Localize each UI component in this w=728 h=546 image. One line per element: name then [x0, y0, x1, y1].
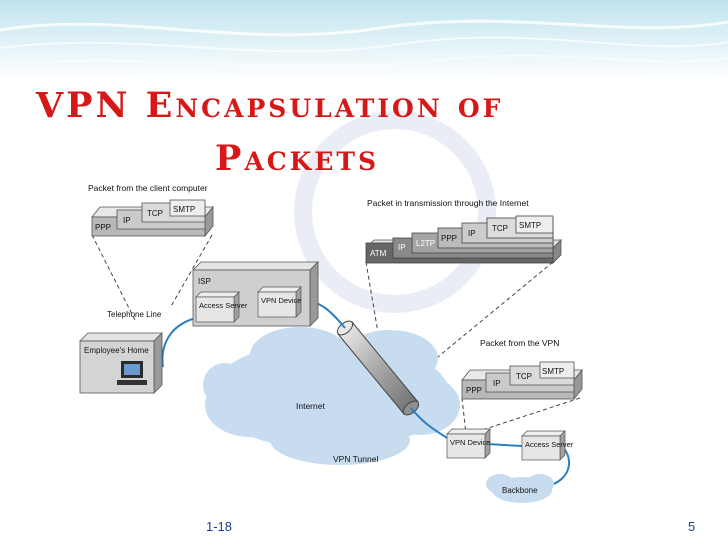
- vpn-packet: Packet from the VPN PPP IP TCP SMTP: [461, 338, 583, 401]
- internet-l2tp-label: L2TP: [416, 239, 435, 248]
- remote-access-server: Access Server: [521, 430, 574, 461]
- employee-home: Employee's Home: [79, 332, 163, 394]
- internet-smtp-label: SMTP: [519, 221, 541, 230]
- slide-title-line-1: VPN Encapsulation of: [36, 85, 504, 126]
- client-layer-smtp: [169, 199, 206, 217]
- isp-label: ISP: [198, 277, 211, 286]
- vpn-packet-caption: Packet from the VPN: [480, 338, 559, 348]
- internet-label: Internet: [296, 401, 325, 411]
- client-ppp-label: PPP: [95, 223, 111, 232]
- slide-title-line-2: Packets: [215, 138, 380, 179]
- isp-building: ISP Access Server VPN Device: [192, 261, 319, 327]
- internet-packet: Packet in transmission through the Inter…: [365, 198, 562, 264]
- remote-vpn-device: VPN Device: [446, 428, 491, 459]
- isp-access-server: Access Server: [195, 291, 248, 323]
- page-number: 5: [688, 519, 696, 534]
- vpn-ppp-label: PPP: [466, 386, 482, 395]
- vpn-tunnel-label: VPN Tunnel: [333, 454, 378, 464]
- remote-vpn-device-label: VPN Device: [450, 438, 490, 447]
- backbone-cloud: Backbone: [486, 474, 554, 503]
- isp-vpn-device: VPN Device: [257, 286, 302, 318]
- employee-home-label: Employee's Home: [84, 346, 149, 355]
- vpn-smtp-label: SMTP: [542, 367, 564, 376]
- internet-cloud: Internet VPN Tunnel: [203, 327, 460, 465]
- internet-layer-smtp: [515, 215, 554, 234]
- internet-ip-outer-label: IP: [398, 243, 406, 252]
- backbone-label: Backbone: [502, 486, 538, 495]
- client-packet-caption: Packet from the client computer: [88, 183, 208, 193]
- client-ip-label: IP: [123, 216, 131, 225]
- vpn-layer-smtp: [539, 361, 575, 379]
- internet-ppp-label: PPP: [441, 234, 457, 243]
- isp-vpn-device-label: VPN Device: [261, 296, 301, 305]
- internet-packet-caption: Packet in transmission through the Inter…: [367, 198, 529, 208]
- client-tcp-label: TCP: [147, 209, 163, 218]
- internet-tcp-label: TCP: [492, 224, 508, 233]
- telephone-line-label: Telephone Line: [107, 310, 162, 319]
- internet-atm-label: ATM: [370, 249, 387, 258]
- slide-code: 1-18: [206, 519, 233, 534]
- remote-access-server-label: Access Server: [525, 440, 574, 449]
- vpn-tcp-label: TCP: [516, 372, 532, 381]
- vpn-ip-label: IP: [493, 379, 501, 388]
- client-packet: Packet from the client computer PPP IP T…: [88, 183, 214, 238]
- internet-ip-label: IP: [468, 229, 476, 238]
- isp-access-server-label: Access Server: [199, 301, 248, 310]
- client-smtp-label: SMTP: [173, 205, 195, 214]
- computer-icon: [117, 361, 147, 385]
